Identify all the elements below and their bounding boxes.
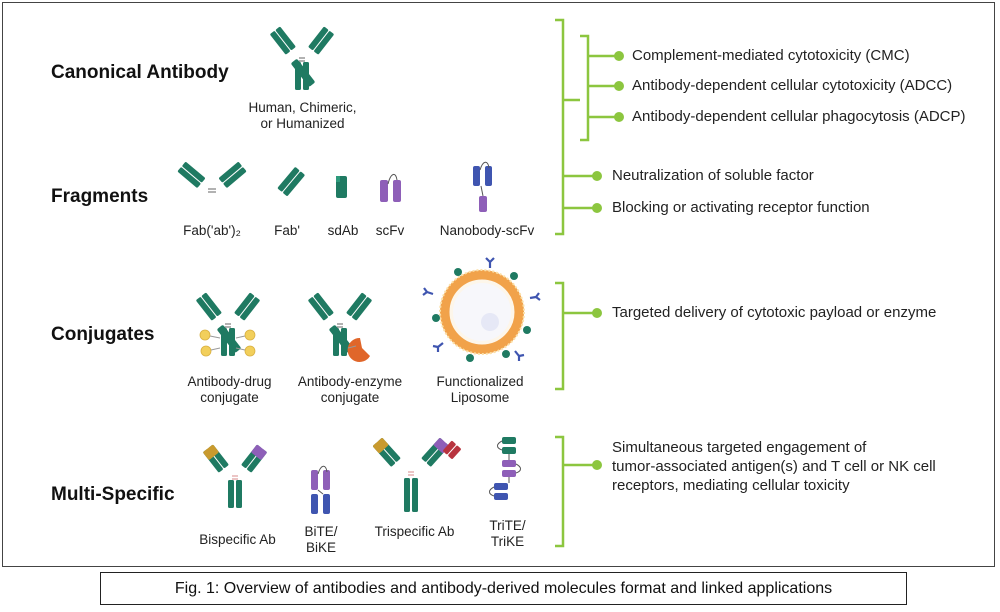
- section-title-conjugates: Conjugates: [51, 324, 155, 345]
- app-neutralization: Neutralization of soluble factor: [612, 167, 814, 184]
- fab2-icon: [177, 162, 247, 193]
- nanobody-scfv-icon: [473, 161, 492, 212]
- app-adcp: Antibody-dependent cellular phagocytosis…: [632, 108, 966, 125]
- adc-icon: [195, 291, 261, 357]
- scfv-icon: [380, 174, 401, 202]
- app-blocking: Blocking or activating receptor function: [612, 199, 870, 216]
- brackets: [555, 18, 618, 548]
- sdab-icon: [336, 176, 347, 198]
- aec-icon: [307, 291, 373, 362]
- section-title-fragments: Fragments: [51, 186, 149, 207]
- bullet-dots: [592, 51, 624, 470]
- label-sdab: sdAb: [327, 223, 359, 238]
- bispecific-icon: [202, 443, 268, 509]
- label-canonical-antibody: Human, Chimeric, or Humanized: [248, 100, 357, 131]
- antibody-icon: [269, 25, 335, 91]
- app-targeted-delivery: Targeted delivery of cytotoxic payload o…: [612, 304, 937, 321]
- trite-icon: [489, 437, 521, 500]
- label-fab: Fab': [274, 223, 300, 238]
- app-adcc: Antibody-dependent cellular cytotoxicity…: [632, 77, 953, 94]
- liposome-icon: [422, 257, 541, 362]
- figure-caption: Fig. 1: Overview of antibodies and antib…: [100, 572, 907, 605]
- label-fab2: Fab('ab')₂: [183, 223, 241, 238]
- section-title-canonical: Canonical Antibody: [51, 62, 229, 83]
- app-engagement: Simultaneous targeted engagement of tumo…: [612, 439, 936, 494]
- bite-icon: [311, 465, 330, 514]
- label-bite: BiTE/ BiKE: [304, 524, 338, 555]
- label-adc: Antibody-drug conjugate: [187, 374, 272, 405]
- label-trite: TriTE/ TriKE: [489, 518, 526, 549]
- label-aec: Antibody-enzyme conjugate: [297, 374, 403, 405]
- section-title-multispecific: Multi-Specific: [51, 484, 175, 505]
- label-bispecific: Bispecific Ab: [199, 532, 276, 547]
- label-liposome: Functionalized Liposome: [436, 374, 524, 405]
- app-cmc: Complement-mediated cytotoxicity (CMC): [632, 47, 910, 64]
- trispecific-icon: [373, 438, 461, 512]
- label-trispecific: Trispecific Ab: [374, 524, 455, 539]
- fab-icon: [277, 167, 305, 196]
- label-nanobody-scfv: Nanobody-scFv: [439, 223, 535, 238]
- label-scfv: scFv: [375, 223, 405, 238]
